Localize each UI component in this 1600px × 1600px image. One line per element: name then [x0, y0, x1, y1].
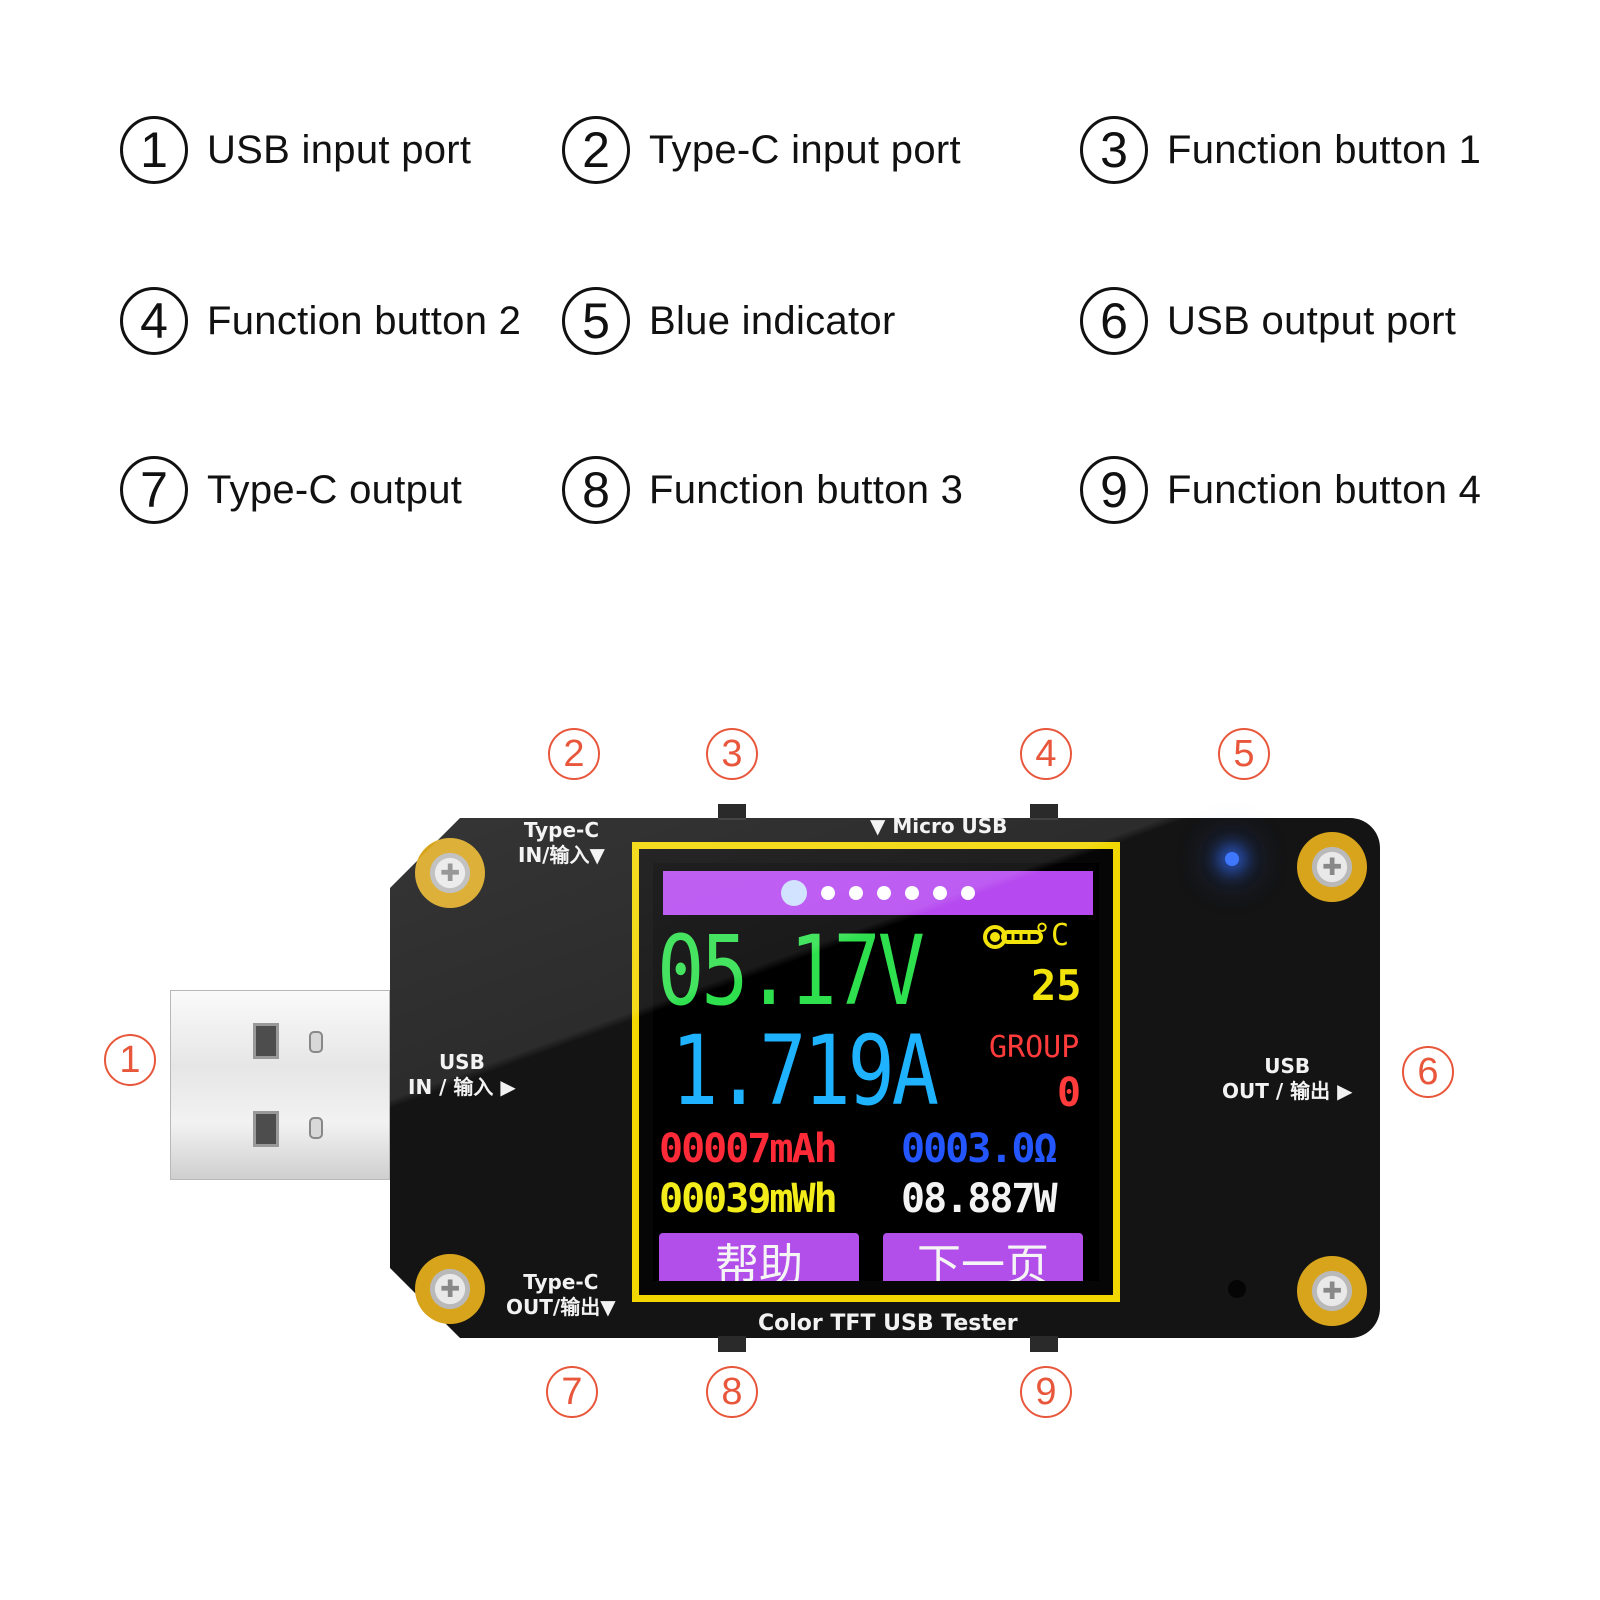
- silk-type-c-in: Type-C IN/输入▼: [518, 818, 605, 868]
- legend-number: 5: [562, 287, 630, 355]
- silk-text: USB: [438, 1050, 485, 1074]
- page-dot: [781, 880, 807, 906]
- callout-7: 7: [546, 1366, 598, 1418]
- silk-usb-out: USB OUT / 输出 ▶: [1222, 1054, 1352, 1104]
- legend-label: Function button 1: [1167, 127, 1482, 172]
- legend-label: USB output port: [1167, 298, 1457, 343]
- tft-screen: 05.17V °C 25 1.719A GROUP 0 00007mAh 000…: [653, 863, 1099, 1281]
- legend-label: Type-C input port: [649, 127, 961, 172]
- plug-contact-hole: [253, 1111, 279, 1147]
- legend-label: Function button 4: [1167, 467, 1482, 512]
- callout-5: 5: [1218, 728, 1270, 780]
- legend-item-8: 8 Function button 3: [562, 452, 963, 528]
- energy-readout: 00039mWh: [659, 1176, 838, 1222]
- silk-text: Type-C: [523, 818, 600, 842]
- legend-label: Function button 2: [207, 298, 522, 343]
- silk-text: IN/输入▼: [518, 843, 605, 867]
- page-dot: [821, 886, 835, 900]
- page-dot: [877, 886, 891, 900]
- resistance-readout: 0003.0Ω: [901, 1126, 1058, 1172]
- page-dot: [905, 886, 919, 900]
- screw-icon: [415, 838, 485, 908]
- function-button-4[interactable]: [1030, 1336, 1058, 1352]
- next-page-soft-key[interactable]: 下一页: [883, 1233, 1083, 1281]
- legend-number: 6: [1080, 287, 1148, 355]
- page-indicator-bar: [663, 871, 1093, 915]
- legend-label: Type-C output: [207, 467, 463, 512]
- reset-pinhole: [1228, 1280, 1246, 1298]
- page-dot: [961, 886, 975, 900]
- callout-2: 2: [548, 728, 600, 780]
- temperature-unit: °C: [1033, 918, 1070, 953]
- silk-text: IN / 输入 ▶: [408, 1075, 516, 1099]
- callout-9: 9: [1020, 1366, 1072, 1418]
- legend-number: 2: [562, 116, 630, 184]
- legend-item-9: 9 Function button 4: [1080, 452, 1481, 528]
- function-button-3[interactable]: [718, 1336, 746, 1352]
- silk-text: USB: [1264, 1054, 1311, 1078]
- legend-item-6: 6 USB output port: [1080, 283, 1456, 359]
- page-dot: [849, 886, 863, 900]
- screw-icon: [1297, 832, 1367, 902]
- callout-6: 6: [1402, 1046, 1454, 1098]
- product-name: Color TFT USB Tester: [758, 1311, 1018, 1336]
- plug-contact-slot: [309, 1117, 323, 1139]
- legend-item-2: 2 Type-C input port: [562, 112, 961, 188]
- legend-number: 4: [120, 287, 188, 355]
- silk-text: OUT/输出▼: [506, 1295, 616, 1319]
- silk-type-c-out: Type-C OUT/输出▼: [506, 1270, 616, 1320]
- help-soft-key[interactable]: 帮助: [659, 1233, 859, 1281]
- legend-item-3: 3 Function button 1: [1080, 112, 1481, 188]
- callout-8: 8: [706, 1366, 758, 1418]
- legend-number: 3: [1080, 116, 1148, 184]
- legend-label: Blue indicator: [649, 298, 896, 343]
- legend-item-5: 5 Blue indicator: [562, 283, 896, 359]
- legend-item-7: 7 Type-C output: [120, 452, 462, 528]
- callout-1: 1: [104, 1034, 156, 1086]
- callout-3: 3: [706, 728, 758, 780]
- callout-4: 4: [1020, 728, 1072, 780]
- usb-input-plug: [170, 990, 390, 1180]
- group-label: GROUP: [989, 1030, 1080, 1065]
- plug-contact-hole: [253, 1023, 279, 1059]
- legend-label: USB input port: [207, 127, 472, 172]
- power-readout: 08.887W: [901, 1176, 1058, 1222]
- tft-screen-bezel: 05.17V °C 25 1.719A GROUP 0 00007mAh 000…: [632, 842, 1120, 1302]
- silk-text: Type-C: [523, 1270, 599, 1294]
- silk-usb-in: USB IN / 输入 ▶: [408, 1050, 516, 1100]
- legend-number: 9: [1080, 456, 1148, 524]
- screw-icon: [415, 1254, 485, 1324]
- function-button-1[interactable]: [718, 804, 746, 820]
- legend-item-1: 1 USB input port: [120, 112, 471, 188]
- group-value: 0: [1057, 1070, 1082, 1116]
- capacity-readout: 00007mAh: [659, 1126, 838, 1172]
- page-dot: [933, 886, 947, 900]
- voltage-readout: 05.17V: [657, 915, 925, 1027]
- legend-number: 1: [120, 116, 188, 184]
- screw-icon: [1297, 1256, 1367, 1326]
- current-readout: 1.719A: [671, 1015, 939, 1127]
- thermometer-icon: [983, 925, 1043, 949]
- blue-indicator-led: [1225, 852, 1239, 866]
- temperature-value: 25: [1031, 961, 1082, 1010]
- function-button-2[interactable]: [1030, 804, 1058, 820]
- silk-micro-usb: ▼ Micro USB: [870, 814, 1008, 838]
- legend-label: Function button 3: [649, 467, 964, 512]
- silk-text: OUT / 输出 ▶: [1222, 1079, 1353, 1103]
- legend-number: 8: [562, 456, 630, 524]
- plug-contact-slot: [309, 1031, 323, 1053]
- legend-number: 7: [120, 456, 188, 524]
- legend-item-4: 4 Function button 2: [120, 283, 521, 359]
